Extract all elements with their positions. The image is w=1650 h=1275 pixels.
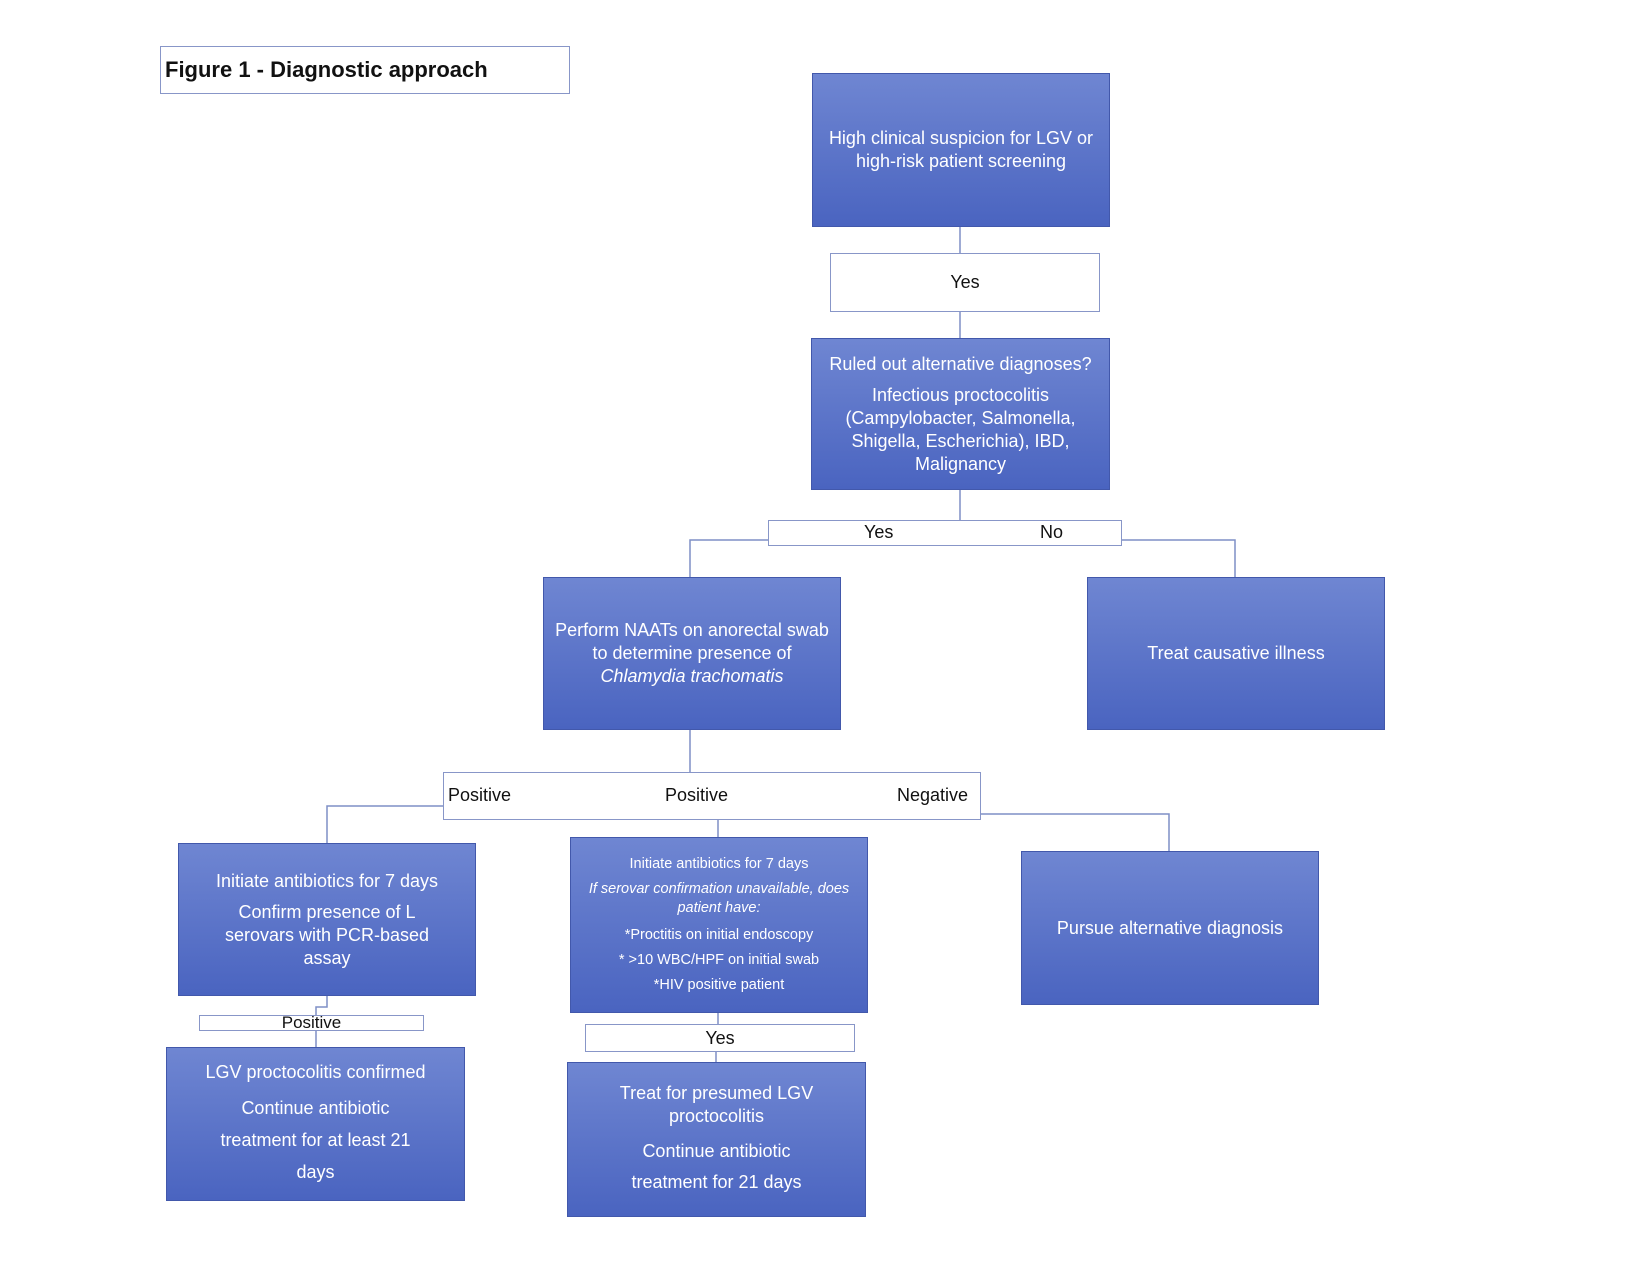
node-presumed-lgv: Treat for presumed LGV proctocolitis Con…	[567, 1062, 866, 1217]
figure-title: Figure 1 - Diagnostic approach	[160, 46, 570, 94]
node-left-confirm-text: Confirm presence of L serovars with PCR-…	[224, 901, 430, 968]
label-yes-1-text: Yes	[950, 272, 980, 292]
label-positive-left-text: Positive	[448, 785, 512, 805]
node-left-antibiotics: Initiate antibiotics for 7 days Confirm …	[178, 843, 476, 996]
label-positive-lower-text: Positive	[281, 1013, 342, 1032]
node-ruled-out-question: Ruled out alternative diagnoses?	[829, 353, 1092, 374]
node-perform-naat-organism: Chlamydia trachomatis	[600, 666, 784, 686]
node-treat-causative-text: Treat causative illness	[1147, 643, 1325, 663]
node-treat-causative: Treat causative illness	[1087, 577, 1385, 730]
label-positive-lower: Positive	[199, 1013, 424, 1032]
label-positive-positive-negative: Positive Positive Negative	[443, 772, 981, 820]
node-pursue-alternative-text: Pursue alternative diagnosis	[1056, 917, 1284, 938]
node-mid-criterion-3: *HIV positive patient	[653, 977, 785, 993]
node-lgv-confirmed-text: LGV proctocolitis confirmed	[205, 1061, 426, 1082]
node-mid-criterion-1: *Proctitis on initial endoscopy	[624, 927, 814, 943]
label-yes-1: Yes	[830, 253, 1100, 312]
node-lgv-confirmed: LGV proctocolitis confirmed Continue ant…	[166, 1047, 465, 1201]
node-mid-question-text: If serovar confirmation unavailable, doe…	[588, 881, 850, 916]
node-ruled-out-detail: Infectious proctocolitis (Campylobacter,…	[845, 384, 1076, 474]
node-lgv-confirmed-tx-text: Continue antibiotic treatment for at lea…	[220, 1097, 411, 1182]
node-high-suspicion: High clinical suspicion for LGV or high-…	[812, 73, 1110, 227]
label-positive-mid-text: Positive	[665, 785, 729, 805]
label-yes-text: Yes	[864, 522, 894, 542]
node-mid-antibiotics: Initiate antibiotics for 7 days If serov…	[570, 837, 868, 1013]
node-perform-naat-text: Perform NAATs on anorectal swab to deter…	[548, 619, 836, 688]
node-presumed-lgv-tx-text: Continue antibiotic treatment for 21 day…	[631, 1140, 802, 1192]
label-no-text: No	[1040, 522, 1064, 542]
node-presumed-lgv-text: Treat for presumed LGV proctocolitis	[619, 1082, 814, 1126]
node-pursue-alternative: Pursue alternative diagnosis	[1021, 851, 1319, 1005]
label-yes-no: Yes No	[768, 520, 1122, 546]
label-yes-lower: Yes	[585, 1024, 855, 1052]
node-mid-antibiotics-text: Initiate antibiotics for 7 days	[629, 856, 809, 872]
node-perform-naat-line: Perform NAATs on anorectal swab to deter…	[555, 620, 829, 663]
node-high-suspicion-text: High clinical suspicion for LGV or high-…	[828, 128, 1094, 171]
label-yes-lower-text: Yes	[705, 1027, 735, 1048]
node-ruled-out: Ruled out alternative diagnoses? Infecti…	[811, 338, 1110, 490]
node-perform-naat: Perform NAATs on anorectal swab to deter…	[543, 577, 841, 730]
node-left-antibiotics-text: Initiate antibiotics for 7 days	[215, 870, 439, 891]
label-negative-text: Negative	[897, 785, 969, 805]
node-mid-criterion-2: * >10 WBC/HPF on initial swab	[618, 952, 820, 968]
